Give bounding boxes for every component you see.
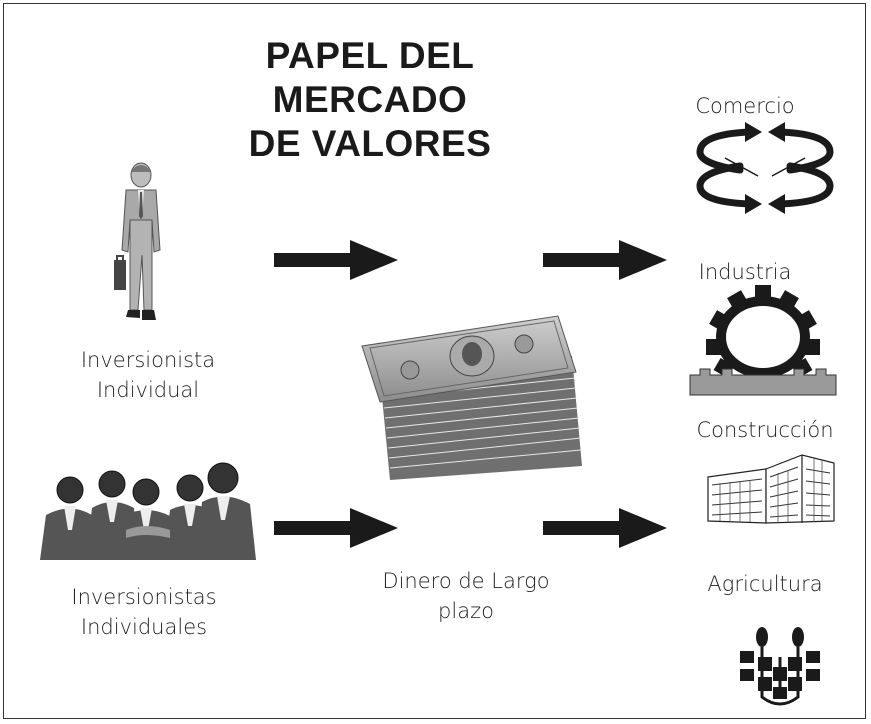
businessman-icon xyxy=(114,162,161,320)
sector-label-agricultura: Agricultura xyxy=(707,572,823,596)
crops-icon xyxy=(740,627,820,706)
building-icon xyxy=(707,454,835,524)
sector-label-comercio: Comercio xyxy=(695,94,795,118)
arrow-money-to-sectors-bottom xyxy=(543,508,667,548)
title-line-2: DE VALORES xyxy=(248,123,492,164)
label-group-investors: Inversionistas Individuales xyxy=(71,585,217,639)
circular-arrows-icon xyxy=(696,122,834,214)
gear-icon xyxy=(689,285,837,396)
arrow-group-to-money xyxy=(274,508,398,548)
label-individual-investor: Inversionista Individual xyxy=(80,348,216,402)
sector-label-industria: Industria xyxy=(698,260,792,284)
arrow-money-to-sectors-top xyxy=(543,240,667,280)
sector-label-construccion: Construcción xyxy=(696,418,834,442)
label-long-term-money: Dinero de Largo plazo xyxy=(382,569,550,623)
diagram-title: PAPEL DEL MERCADO DE VALORES xyxy=(180,34,560,166)
arrow-individual-to-money xyxy=(274,240,398,280)
money-stack-icon xyxy=(361,315,582,480)
group-of-businessmen-icon xyxy=(40,462,256,560)
title-line-1: PAPEL DEL MERCADO xyxy=(265,35,475,120)
